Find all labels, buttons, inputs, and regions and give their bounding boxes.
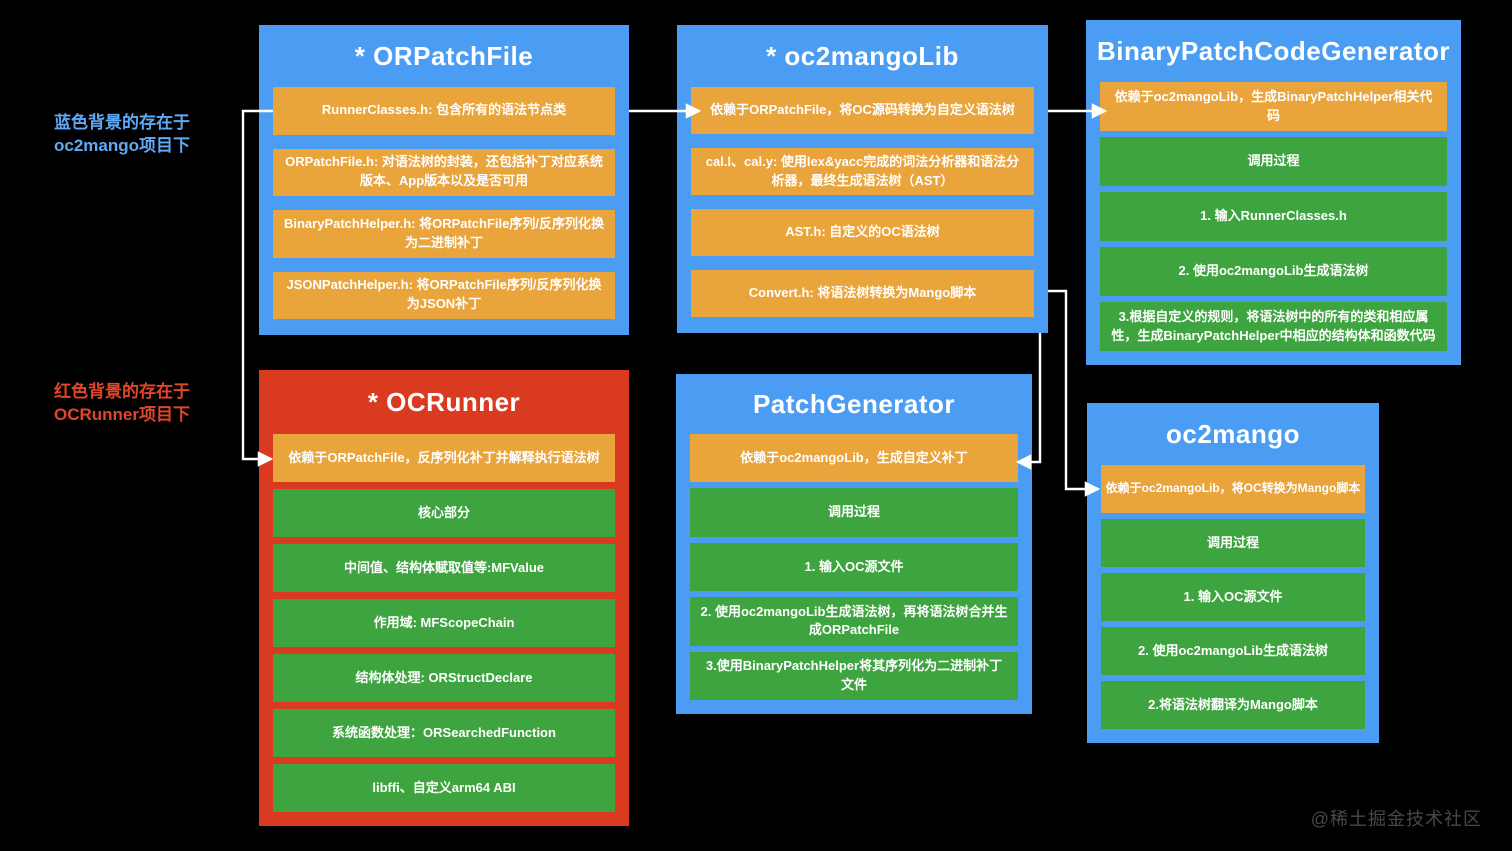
box-binarypatchcodegenerator: BinaryPatchCodeGenerator 依赖于oc2mangoLib，… bbox=[1086, 20, 1461, 365]
patchgen-item-call-process: 调用过程 bbox=[690, 488, 1018, 537]
ocrunner-item-core: 核心部分 bbox=[273, 489, 615, 537]
patchgen-item-dependency: 依赖于oc2mangoLib，生成自定义补丁 bbox=[690, 434, 1018, 483]
orpatchfile-item-orpatchfile-h: ORPatchFile.h: 对语法树的封装，还包括补丁对应系统版本、App版本… bbox=[273, 148, 615, 196]
watermark: @稀土掘金技术社区 bbox=[1310, 809, 1482, 829]
oc2mangolib-item-cal: cal.l、cal.y: 使用lex&yacc完成的词法分析器和语法分析器，最终… bbox=[691, 148, 1034, 195]
box-patchgenerator-rows: 依赖于oc2mangoLib，生成自定义补丁 调用过程 1. 输入OC源文件 2… bbox=[676, 434, 1032, 714]
box-oc2mango-title: oc2mango bbox=[1165, 418, 1301, 449]
box-oc2mango-rows: 依赖于oc2mangoLib，将OC转换为Mango脚本 调用过程 1. 输入O… bbox=[1087, 465, 1379, 743]
oc2mango-item-dependency: 依赖于oc2mangoLib，将OC转换为Mango脚本 bbox=[1101, 465, 1365, 513]
bpcg-item-step2: 2. 使用oc2mangoLib生成语法树 bbox=[1100, 247, 1447, 296]
ocrunner-item-libffi: libffi、自定义arm64 ABI bbox=[273, 764, 615, 812]
box-ocrunner-title: * OCRunner bbox=[367, 386, 521, 417]
note-red-line2: OCRunner项目下 bbox=[54, 405, 190, 424]
orpatchfile-item-binarypatchhelper-h: BinaryPatchHelper.h: 将ORPatchFile序列/反序列化… bbox=[273, 210, 615, 258]
box-binarypatchcodegenerator-title: BinaryPatchCodeGenerator bbox=[1097, 35, 1450, 66]
box-orpatchfile-rows: RunnerClasses.h: 包含所有的语法节点类 ORPatchFile.… bbox=[259, 87, 629, 335]
ocrunner-item-dependency: 依赖于ORPatchFile，反序列化补丁并解释执行语法树 bbox=[273, 434, 615, 482]
orpatchfile-item-jsonpatchhelper-h: JSONPatchHelper.h: 将ORPatchFile序列/反序列化换为… bbox=[273, 271, 615, 319]
ocrunner-item-mfscopechain: 作用域: MFScopeChain bbox=[273, 599, 615, 647]
box-patchgenerator-title: PatchGenerator bbox=[752, 388, 956, 419]
box-oc2mangolib-title: * oc2mangoLib bbox=[766, 40, 959, 71]
orpatchfile-item-runnerclasses: RunnerClasses.h: 包含所有的语法节点类 bbox=[273, 87, 615, 135]
box-orpatchfile: * ORPatchFile RunnerClasses.h: 包含所有的语法节点… bbox=[259, 25, 629, 335]
note-red-background: 红色背景的存在于 OCRunner项目下 bbox=[32, 380, 212, 426]
note-blue-line1: 蓝色背景的存在于 bbox=[54, 113, 190, 132]
patchgen-item-step1: 1. 输入OC源文件 bbox=[690, 542, 1018, 592]
oc2mango-item-call-process: 调用过程 bbox=[1101, 519, 1365, 567]
box-patchgenerator: PatchGenerator 依赖于oc2mangoLib，生成自定义补丁 调用… bbox=[676, 374, 1032, 714]
note-red-line1: 红色背景的存在于 bbox=[54, 382, 190, 401]
oc2mango-item-step3: 2.将语法树翻译为Mango脚本 bbox=[1101, 681, 1365, 729]
ocrunner-item-orsearchedfunction: 系统函数处理：ORSearchedFunction bbox=[273, 709, 615, 757]
ocrunner-item-orstructdeclare: 结构体处理: ORStructDeclare bbox=[273, 654, 615, 702]
ocrunner-item-mfvalue: 中间值、结构体赋取值等:MFValue bbox=[273, 544, 615, 592]
oc2mangolib-item-dependency: 依赖于ORPatchFile，将OC源码转换为自定义语法树 bbox=[691, 87, 1034, 134]
oc2mangolib-item-convert-h: Convert.h: 将语法树转换为Mango脚本 bbox=[691, 270, 1034, 317]
box-oc2mangolib: * oc2mangoLib 依赖于ORPatchFile，将OC源码转换为自定义… bbox=[677, 25, 1048, 333]
box-oc2mango: oc2mango 依赖于oc2mangoLib，将OC转换为Mango脚本 调用… bbox=[1087, 403, 1379, 743]
oc2mango-item-step2: 2. 使用oc2mangoLib生成语法树 bbox=[1101, 627, 1365, 675]
note-blue-background: 蓝色背景的存在于 oc2mango项目下 bbox=[32, 111, 212, 157]
box-ocrunner: * OCRunner 依赖于ORPatchFile，反序列化补丁并解释执行语法树… bbox=[259, 370, 629, 826]
bpcg-item-step1: 1. 输入RunnerClasses.h bbox=[1100, 192, 1447, 241]
bpcg-item-step3: 3.根据自定义的规则，将语法树中的所有的类和相应属性，生成BinaryPatch… bbox=[1100, 302, 1447, 351]
oc2mango-item-step1: 1. 输入OC源文件 bbox=[1101, 573, 1365, 621]
box-binarypatchcodegenerator-rows: 依赖于oc2mangoLib，生成BinaryPatchHelper相关代码 调… bbox=[1086, 82, 1461, 365]
patchgen-item-step2: 2. 使用oc2mangoLib生成语法树，再将语法树合并生成ORPatchFi… bbox=[690, 597, 1018, 646]
note-blue-line2: oc2mango项目下 bbox=[53, 136, 191, 155]
box-ocrunner-rows: 依赖于ORPatchFile，反序列化补丁并解释执行语法树 核心部分 中间值、结… bbox=[259, 434, 629, 826]
box-orpatchfile-title: * ORPatchFile bbox=[354, 40, 534, 71]
oc2mangolib-item-ast-h: AST.h: 自定义的OC语法树 bbox=[691, 209, 1034, 256]
bpcg-item-call-process: 调用过程 bbox=[1100, 137, 1447, 186]
bpcg-item-dependency: 依赖于oc2mangoLib，生成BinaryPatchHelper相关代码 bbox=[1100, 82, 1447, 131]
patchgen-item-step3: 3.使用BinaryPatchHelper将其序列化为二进制补丁文件 bbox=[690, 651, 1018, 701]
box-oc2mangolib-rows: 依赖于ORPatchFile，将OC源码转换为自定义语法树 cal.l、cal.… bbox=[677, 87, 1048, 333]
